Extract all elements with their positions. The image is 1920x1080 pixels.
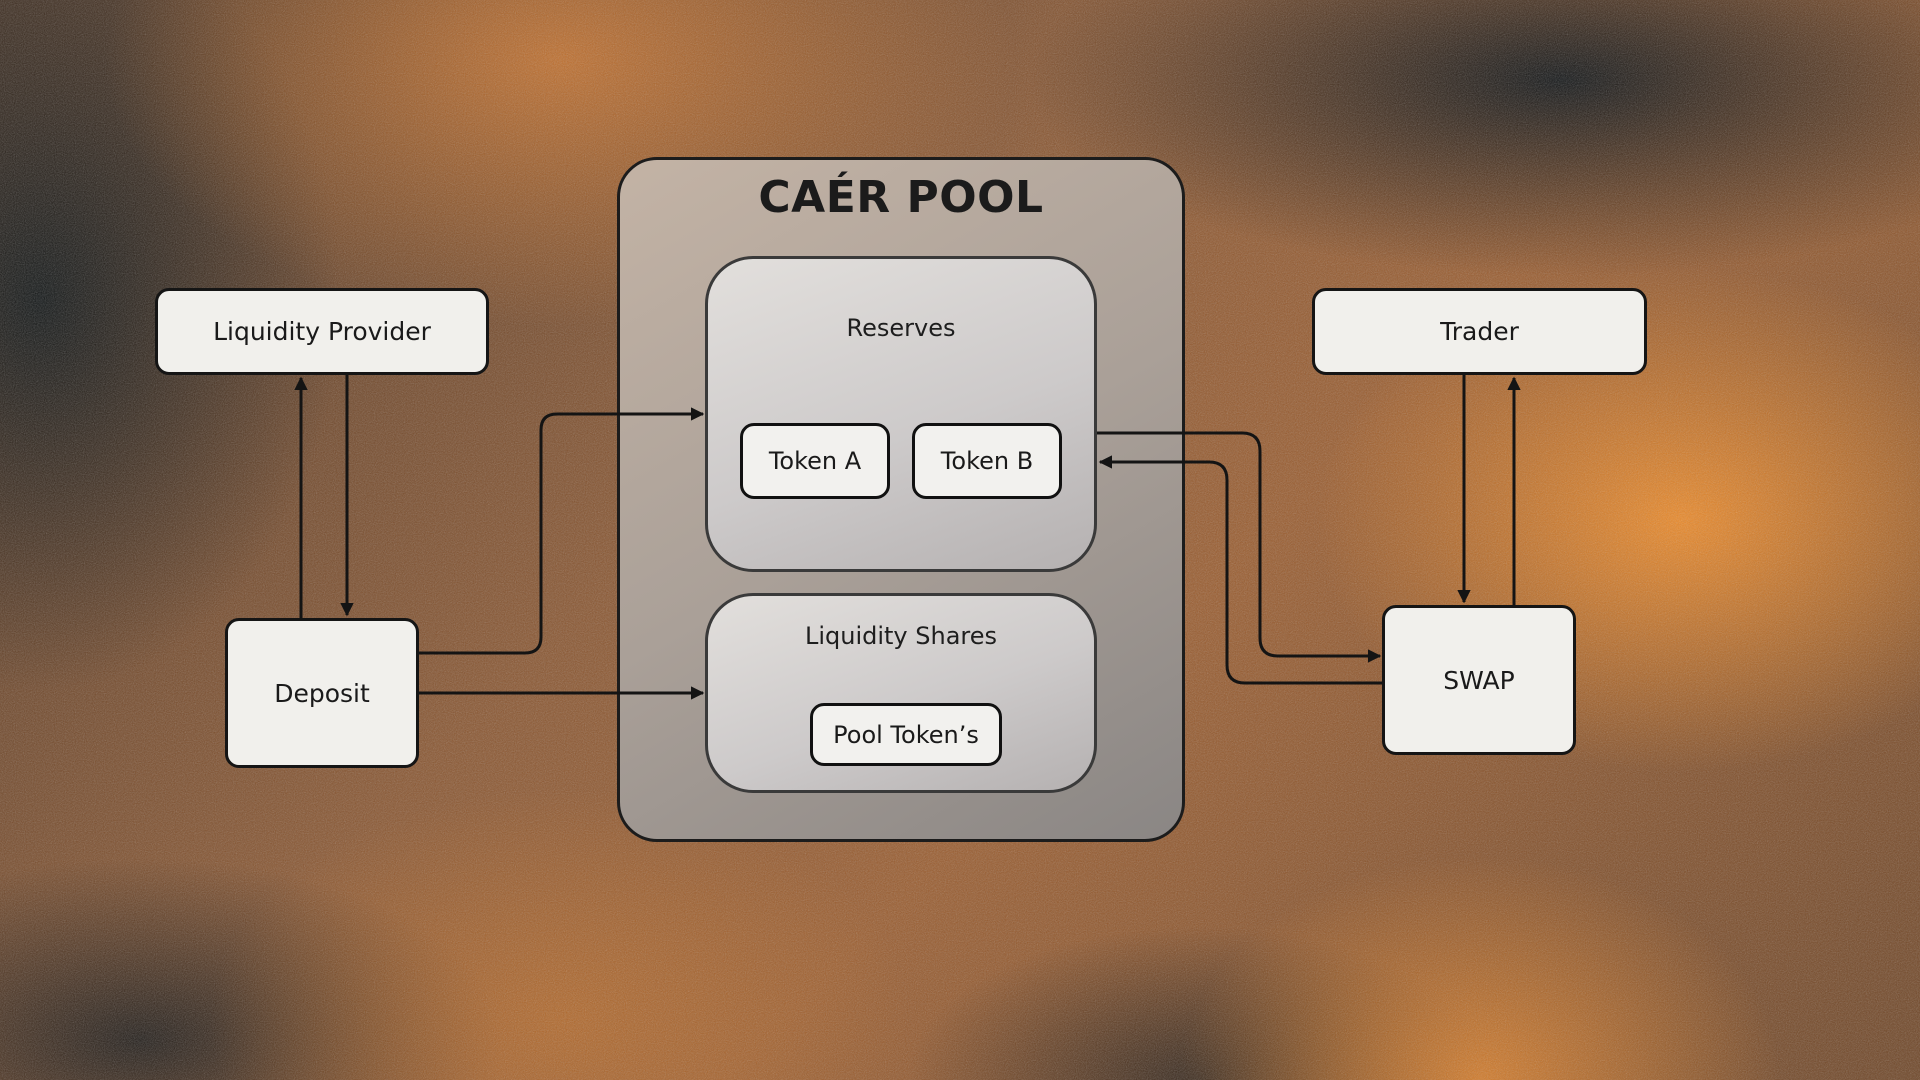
arrow-deposit-to-reserves bbox=[419, 407, 705, 655]
reserves-label: Reserves bbox=[846, 314, 956, 342]
token-a-box[interactable]: Token A bbox=[740, 423, 890, 499]
pool-tokens-box[interactable]: Pool Token’s bbox=[810, 703, 1002, 766]
token-b-box[interactable]: Token B bbox=[912, 423, 1062, 499]
liquidity-provider-box[interactable]: Liquidity Provider bbox=[155, 288, 489, 375]
arrow-swap-to-reserves bbox=[1098, 455, 1382, 685]
swap-box[interactable]: SWAP bbox=[1382, 605, 1576, 755]
trader-box[interactable]: Trader bbox=[1312, 288, 1647, 375]
deposit-box[interactable]: Deposit bbox=[225, 618, 419, 768]
liquidity-shares-panel: Liquidity Shares bbox=[705, 593, 1097, 793]
liquidity-shares-label: Liquidity Shares bbox=[804, 622, 998, 650]
reserves-panel: Reserves bbox=[705, 256, 1097, 572]
pool-title: CAÉR POOL bbox=[758, 172, 1044, 223]
arrow-reserves-to-swap bbox=[1097, 431, 1382, 663]
